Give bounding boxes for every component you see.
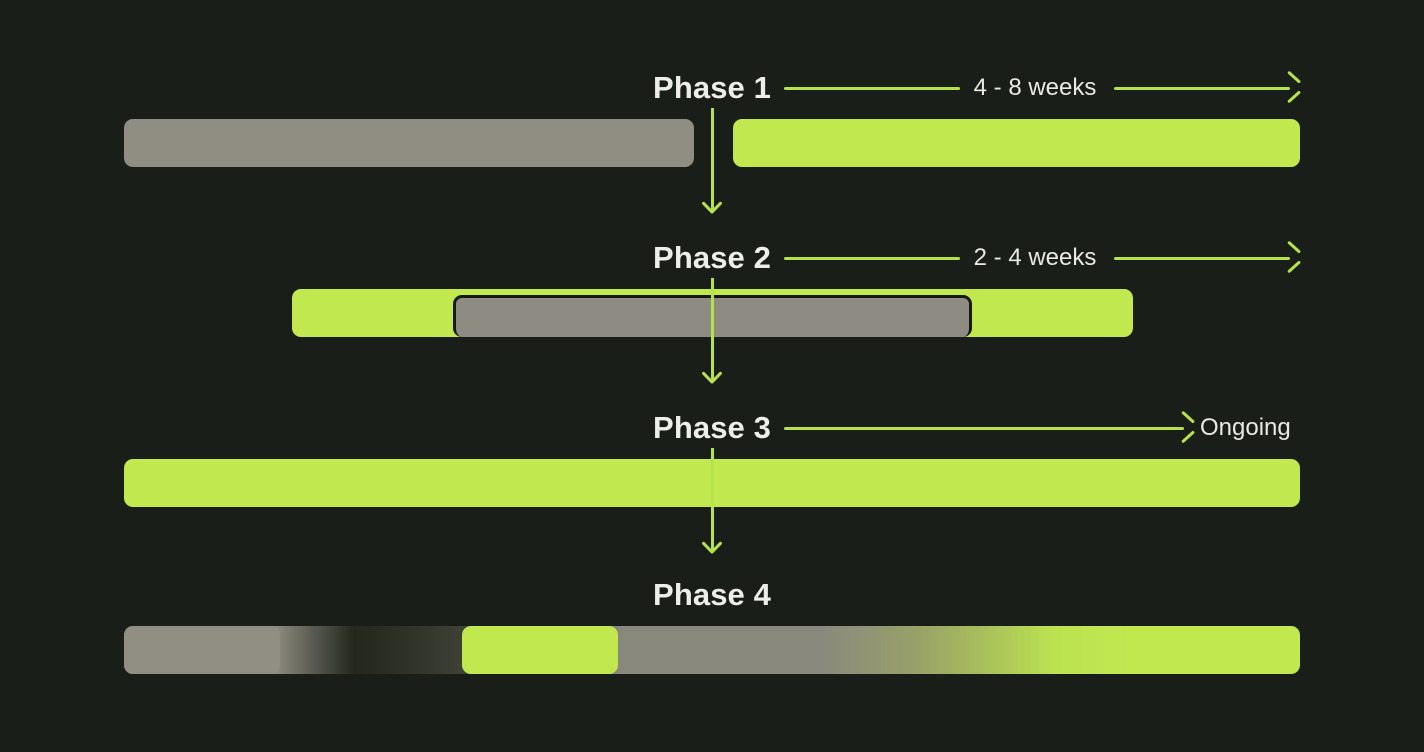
arrow-right-icon (1284, 78, 1302, 96)
phase-4-header-row: Phase 4 (0, 573, 1424, 617)
phase-1-header-row: Phase 1 4 - 8 weeks (0, 66, 1424, 110)
duration-line-left (784, 257, 960, 260)
arrow-right-icon (1178, 418, 1196, 436)
arrow-down-icon (702, 382, 722, 398)
phase-1-duration-text: 4 - 8 weeks (973, 74, 1097, 101)
phase-1-bar-green (733, 119, 1300, 167)
phase-3-header-row: Phase 3 Ongoing (0, 406, 1424, 450)
phase-2-duration-text: 2 - 4 weeks (973, 244, 1097, 271)
connector-phase-3-to-4 (702, 448, 722, 564)
connector-phase-1-to-2 (702, 108, 722, 224)
phase-1-label: Phase 1 (653, 70, 771, 105)
connector-phase-2-to-3 (702, 278, 722, 394)
duration-line-right (1114, 257, 1290, 260)
phase-4-chip-green (462, 626, 618, 674)
duration-line-right (1114, 87, 1290, 90)
phase-2-header-row: Phase 2 2 - 4 weeks (0, 236, 1424, 280)
phase-3-duration-text: Ongoing (1200, 414, 1291, 441)
connector-stem (711, 448, 714, 552)
phase-4-label: Phase 4 (653, 577, 771, 612)
phase-4-chip-gray (124, 626, 280, 674)
phase-3-label: Phase 3 (653, 410, 771, 445)
phase-1-duration-arrow: 4 - 8 weeks (784, 66, 1304, 110)
arrow-right-icon (1284, 248, 1302, 266)
phase-4-gradient-fill (124, 626, 1300, 674)
arrow-down-icon (702, 552, 722, 568)
phase-4-bar-composite (124, 626, 1300, 674)
phase-2-duration-arrow: 2 - 4 weeks (784, 236, 1304, 280)
phase-3-duration-arrow: Ongoing (784, 406, 1304, 450)
connector-stem (711, 108, 714, 212)
duration-line-left (784, 427, 1184, 430)
arrow-down-icon (702, 212, 722, 228)
connector-stem (711, 278, 714, 382)
phase-2-label: Phase 2 (653, 240, 771, 275)
phase-1-bar-gray (124, 119, 694, 167)
duration-line-left (784, 87, 960, 90)
